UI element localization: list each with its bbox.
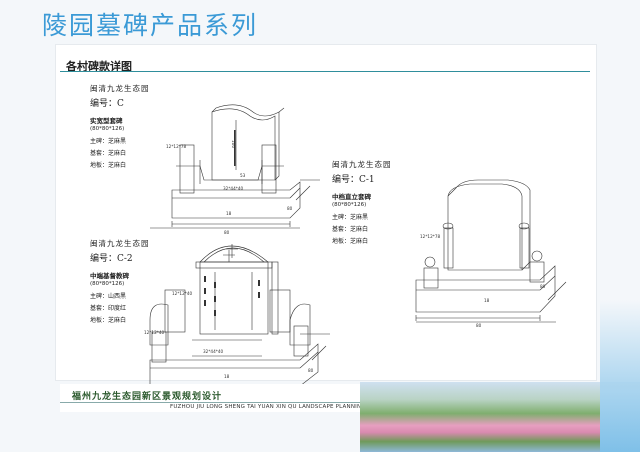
dim-c1-front: 80 [476, 323, 482, 328]
dim-c1-depth: 80 [540, 284, 546, 289]
spec-type: 实宽型套碑 [90, 117, 123, 125]
dim-c2-width: 18 [224, 374, 230, 379]
decorative-water-edge [600, 300, 640, 452]
dim-c-post: 12*12*78 [166, 144, 187, 149]
dim-c2-base: 32*44*40 [203, 349, 224, 354]
spec-material: 主碑：山西黑 [90, 293, 127, 300]
dim-c-tall: 100 [231, 140, 236, 148]
footer-title-cn: 福州九龙生态园新区景观规划设计 [72, 392, 223, 402]
tombstone-c-drawing [150, 104, 320, 229]
spec-material: 基套：印度红 [90, 305, 127, 312]
dim-c-body: 53 [240, 173, 246, 178]
spec-material: 地板：芝麻白 [332, 238, 369, 245]
dim-c-front: 80 [224, 230, 230, 235]
dim-c1-width: 18 [484, 298, 490, 303]
dim-c2-post-top: 12*12*40 [172, 291, 193, 296]
spec-cemetery: 闽清九龙生态园 [90, 84, 150, 93]
page-title: 陵园墓碑产品系列 [42, 11, 259, 40]
spec-code: 编号：C-1 [332, 175, 375, 185]
dim-c-base: 32*44*40 [223, 186, 244, 191]
dim-c-depth: 80 [287, 206, 293, 211]
spec-size: (80*80*126) [332, 202, 367, 208]
spec-material: 地板：芝麻白 [90, 162, 127, 169]
footer-divider [60, 402, 360, 403]
spec-material: 基套：芝麻白 [90, 150, 127, 157]
title-divider [60, 71, 590, 72]
content-panel [55, 44, 597, 381]
spec-code: 编号：C [90, 99, 124, 109]
tombstone-c2-drawing [149, 244, 330, 387]
spec-material: 基套：芝麻白 [332, 226, 369, 233]
spec-cemetery: 闽清九龙生态园 [332, 160, 392, 169]
dim-c2-depth: 80 [308, 368, 314, 373]
spec-cemetery: 闽清九龙生态园 [90, 239, 150, 248]
spec-size: (80*80*126) [90, 281, 125, 287]
spec-material: 主碑：芝麻黑 [90, 138, 127, 145]
dim-c-width: 18 [226, 211, 232, 216]
dim-c1-post: 12*12*78 [420, 234, 441, 239]
spec-type: 中端基督教碑 [90, 272, 129, 280]
spec-size: (80*80*126) [90, 126, 125, 132]
spec-block-c1: 闽清九龙生态园 编号：C-1 中档直立套碑 (80*80*126) 主碑：芝麻黑… [332, 159, 392, 245]
footer-bar [60, 384, 360, 412]
landscape-photo [360, 382, 640, 452]
spec-material: 地板：芝麻白 [90, 317, 127, 324]
spec-material: 主碑：芝麻黑 [332, 214, 369, 221]
dim-c2-post-side: 12*12*40 [144, 330, 165, 335]
footer-title-en: FUZHOU JIU LONG SHENG TAI YUAN XIN QU LA… [170, 404, 366, 410]
section-title: 各村碑款详图 [66, 60, 132, 73]
spec-block-c: 闽清九龙生态园 编号：C 实宽型套碑 (80*80*126) 主碑：芝麻黑 基套… [90, 83, 150, 169]
spec-type: 中档直立套碑 [332, 193, 371, 201]
tombstone-c1-drawing [415, 179, 567, 323]
spec-code: 编号：C-2 [90, 254, 133, 264]
spec-block-c2: 闽清九龙生态园 编号：C-2 中端基督教碑 (80*80*126) 主碑：山西黑… [90, 238, 150, 324]
